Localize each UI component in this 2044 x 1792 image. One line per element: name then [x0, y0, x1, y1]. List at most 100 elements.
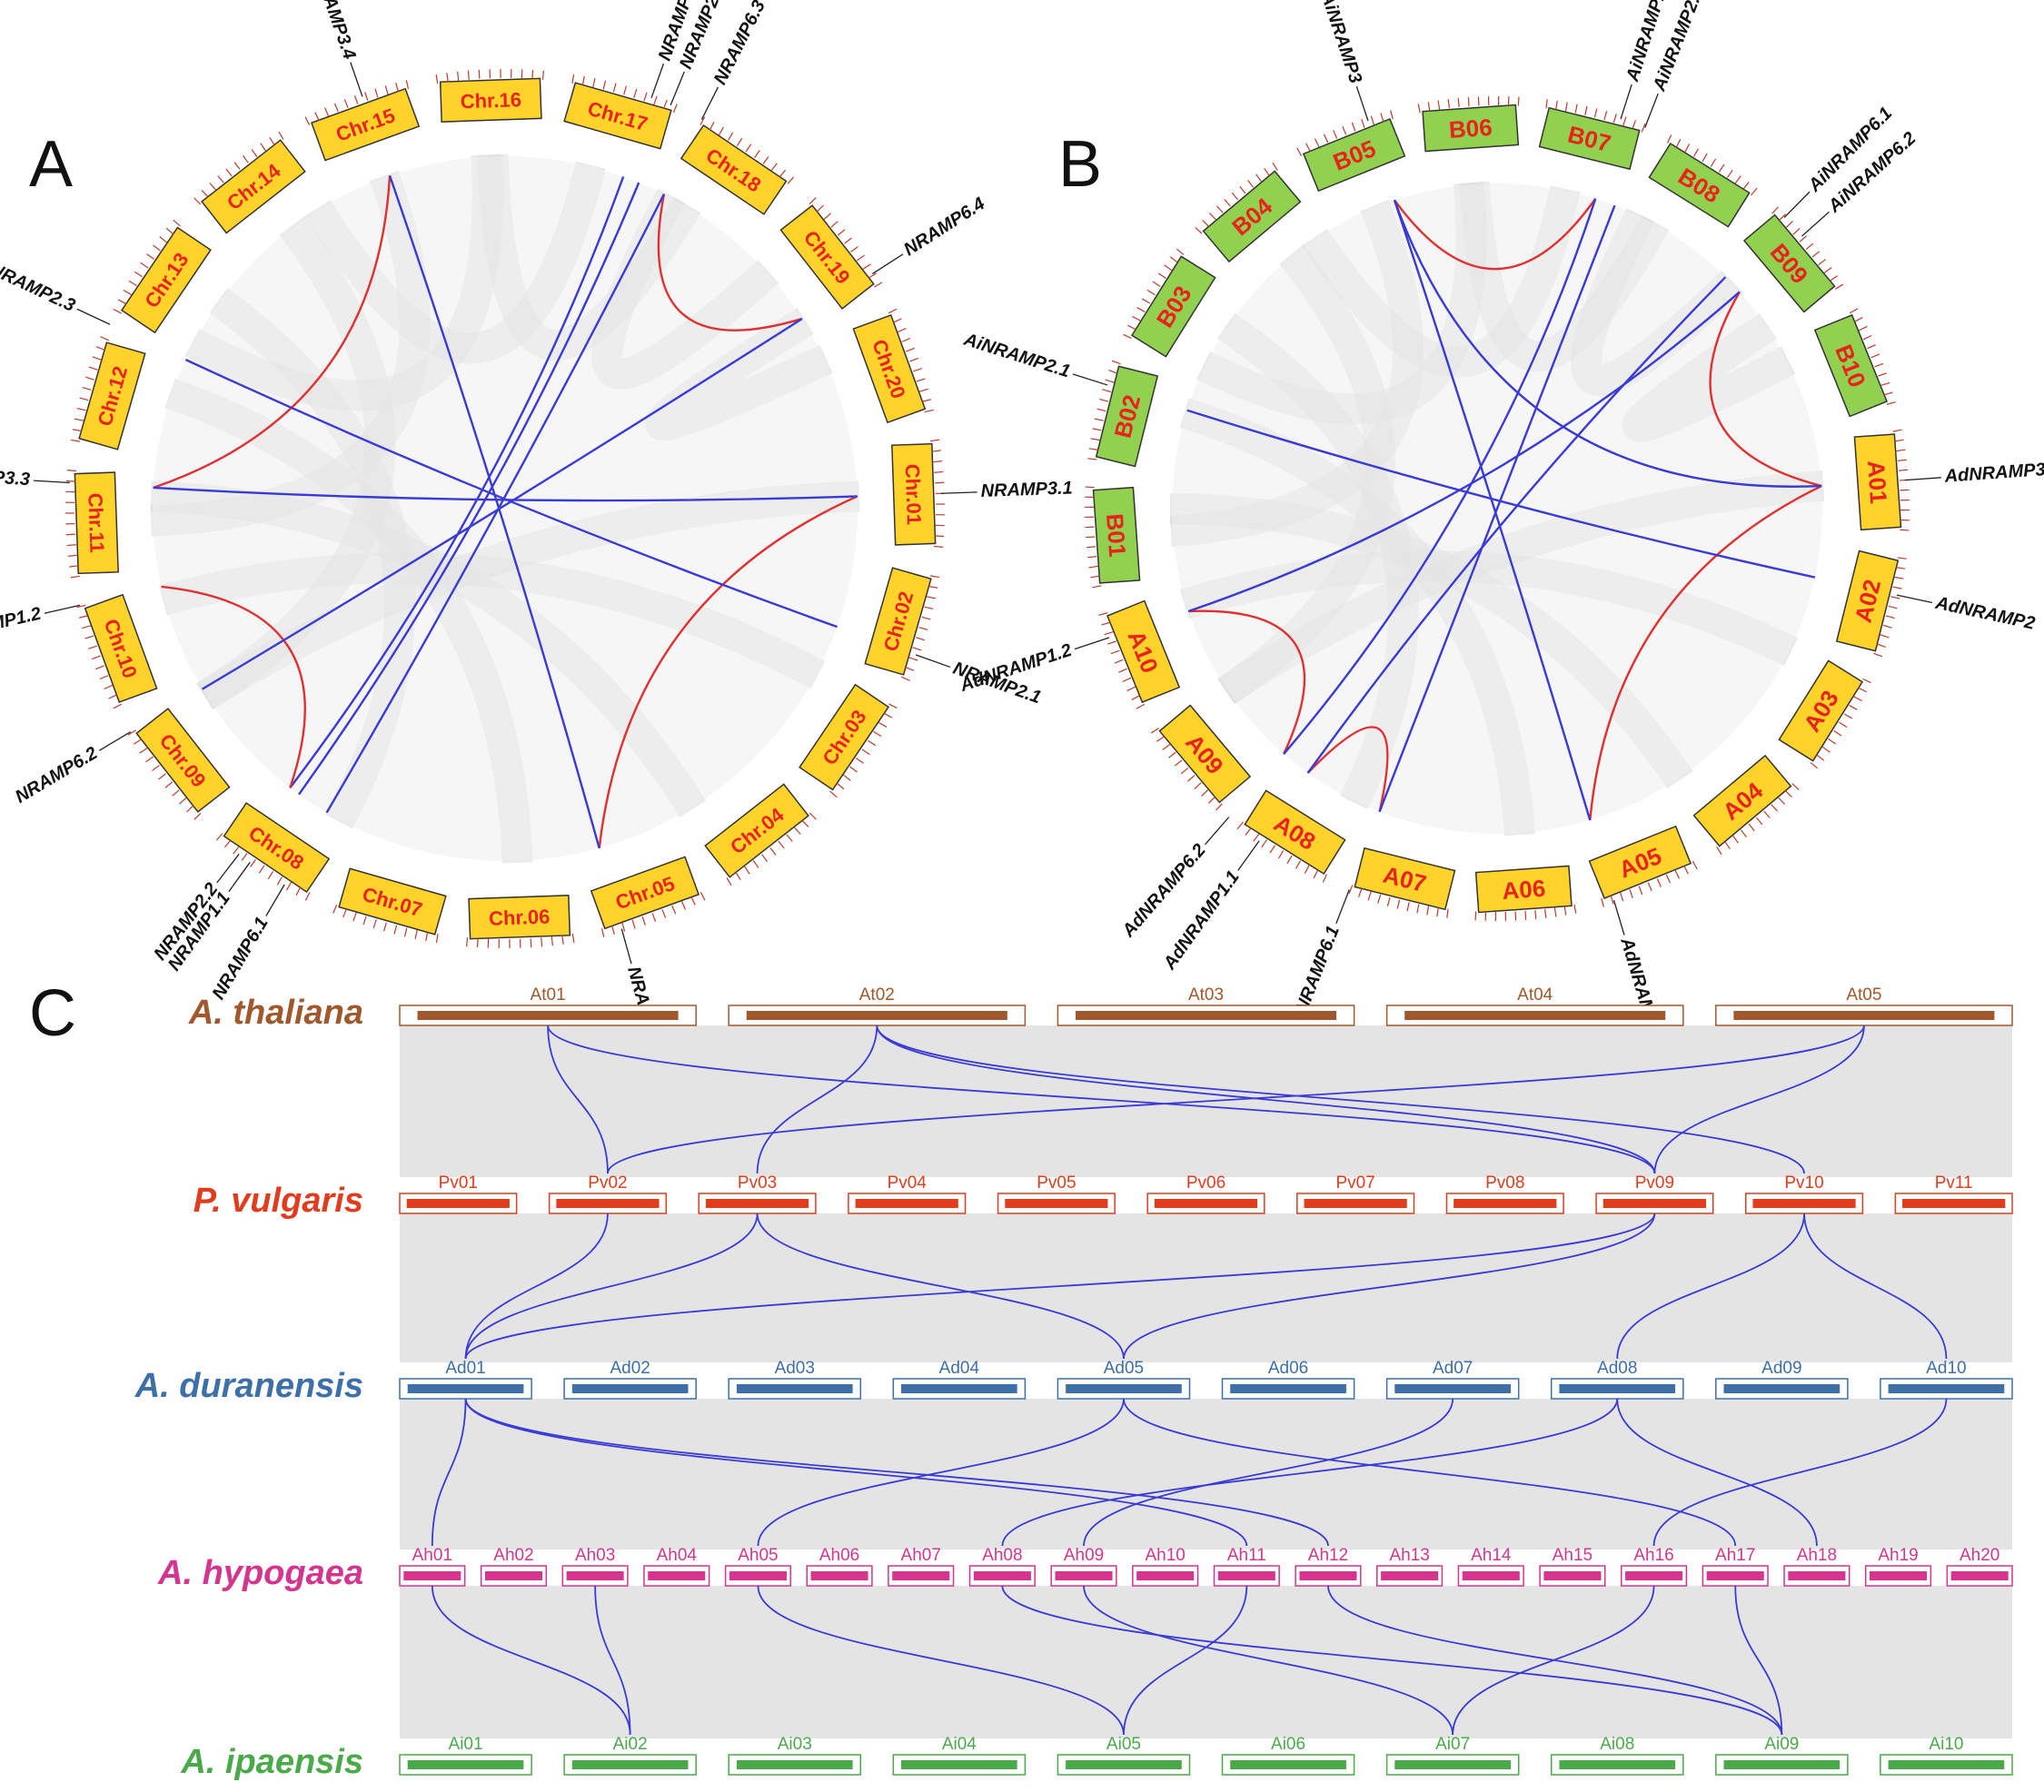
panel-a-gene-leader — [33, 480, 70, 484]
track-bar-Ah03 — [566, 1571, 624, 1580]
panel-a-gene-leader — [940, 491, 977, 494]
track-bar-Ad08 — [1559, 1384, 1676, 1393]
track-bar-At02 — [746, 1011, 1007, 1020]
panel-b-gene-label: AdNRAMP3.1 — [1943, 459, 2044, 487]
panel-a-gene-label: NRAMP6.4 — [900, 193, 988, 260]
panel-a-link-blue — [388, 174, 600, 849]
panel-a-chr-Chr.13: Chr.13 — [120, 226, 212, 334]
panel-a-chr-Chr.20: Chr.20 — [852, 314, 927, 424]
panel-b-chr-A08: A08 — [1244, 789, 1346, 876]
track-bar-Ah08 — [973, 1571, 1031, 1580]
track-bar-Pv01 — [406, 1199, 510, 1208]
panel-a-chr-box — [135, 708, 231, 813]
panel-a-chr-Chr.09: Chr.09 — [135, 708, 231, 813]
track-label-At03: At03 — [1188, 985, 1224, 1005]
track-bar-At04 — [1404, 1011, 1666, 1020]
panel-b-chr-ticks — [1098, 612, 1146, 709]
panel-b-gene-leader — [1783, 191, 1811, 219]
panel-b-chr-box — [1092, 486, 1141, 584]
panel-a-chr-box — [779, 204, 875, 310]
panel-a-chr-ticks — [70, 336, 109, 442]
panel-a-gene-label: NRAMP6.1 — [209, 914, 273, 1003]
panel-c-link — [1123, 1398, 1737, 1547]
track-label-Ai03: Ai03 — [778, 1735, 812, 1754]
track-bar-Ai02 — [571, 1760, 689, 1769]
track-bar-Ah17 — [1706, 1571, 1764, 1580]
panel-a-link-blue — [298, 182, 640, 796]
track-bar-Ah11 — [1217, 1571, 1275, 1580]
panel-b-chr-A02: A02 — [1835, 549, 1900, 652]
panel-c-link — [757, 1585, 1125, 1736]
track-bar-Ad09 — [1723, 1384, 1841, 1393]
panel-a-chr-ticks — [332, 905, 439, 944]
panel-b-chr-B02: B02 — [1095, 365, 1159, 468]
track-bar-Ah07 — [892, 1571, 950, 1580]
panel-a-chr-Chr.03: Chr.03 — [799, 683, 890, 791]
panel-b-chr-ticks — [1195, 162, 1278, 234]
panel-b-chr-box — [1778, 659, 1864, 762]
track-bar-Ad04 — [901, 1384, 1017, 1393]
panel-b-gene-leader — [1801, 211, 1830, 237]
track-label-Ah01: Ah01 — [412, 1546, 452, 1565]
panel-a-gene-leader — [99, 731, 132, 751]
panel-b-chr-box — [1302, 118, 1406, 193]
track-bar-Ah16 — [1625, 1571, 1683, 1580]
panel-b-gene-label: AiNRAMP3 — [1316, 0, 1365, 86]
panel-a-chr-Chr.19: Chr.19 — [779, 204, 875, 310]
panel-b-chr-ticks — [1085, 486, 1102, 589]
panel-a-chr-Chr.01: Chr.01 — [891, 442, 937, 546]
track-label-Ai07: Ai07 — [1435, 1735, 1470, 1754]
panel-a-chr-Chr.04: Chr.04 — [704, 783, 809, 878]
panel-a-chr-box — [84, 593, 158, 703]
panel-a-chr-box — [201, 139, 306, 234]
panel-b-chr-label: A01 — [1862, 460, 1892, 505]
panel-b-link-blue — [1306, 276, 1727, 774]
track-label-Ah13: Ah13 — [1389, 1546, 1429, 1565]
panel-b-chr-ticks — [1150, 728, 1223, 811]
track-bar-Pv11 — [1902, 1199, 2006, 1208]
track-label-Ad01: Ad01 — [445, 1359, 485, 1378]
panel-a-chr-label: Chr.06 — [489, 905, 551, 929]
track-bar-At03 — [1075, 1011, 1337, 1020]
track-label-Pv07: Pv07 — [1335, 1173, 1374, 1193]
panel-b-chr-box — [1130, 255, 1216, 358]
panel-b-chr-B08: B08 — [1648, 142, 1751, 228]
track-bar-Pv06 — [1154, 1199, 1258, 1208]
track-label-Pv11: Pv11 — [1935, 1173, 1973, 1193]
track-label-Ah10: Ah10 — [1145, 1546, 1185, 1565]
panel-b-chr-A05: A05 — [1588, 825, 1692, 899]
track-label-Ah03: Ah03 — [575, 1546, 615, 1565]
panel-a-gene-leader — [228, 861, 251, 893]
track-label-Ah20: Ah20 — [1960, 1546, 1999, 1565]
panel-c-link — [1083, 1585, 1454, 1736]
panel-a-chr-ticks — [304, 80, 410, 126]
panel-b-gene-label: AiNRAMP2.1 — [961, 330, 1073, 382]
panel-b-chr-ticks — [1601, 860, 1698, 907]
track-bar-Pv05 — [1005, 1199, 1108, 1208]
track-bar-Ah14 — [1462, 1571, 1520, 1580]
panel-c-synteny-background — [400, 1399, 2012, 1549]
panel-a-chr-ticks — [127, 729, 202, 820]
panel-b-gene-leader — [1620, 84, 1632, 120]
panel-a-chr-box — [223, 802, 331, 894]
panel-a-chr-box — [680, 124, 788, 215]
panel-b-link-red — [1188, 609, 1306, 755]
panel-c-link — [431, 1585, 631, 1736]
panel-a-gene-leader — [216, 853, 240, 884]
panel-b-chr-ticks — [1545, 99, 1646, 133]
panel-c-link — [1616, 1398, 1818, 1547]
panel-a-chr-ticks — [215, 833, 311, 901]
panel-b-link-blue — [1378, 204, 1616, 813]
track-label-Pv10: Pv10 — [1784, 1173, 1823, 1193]
panel-a-gene-leader — [265, 884, 285, 916]
panel-a-gene-leader — [76, 308, 111, 325]
panel-a-gene-label: NRAMP6.3 — [710, 0, 769, 88]
panel-b-chr-box — [1158, 704, 1252, 804]
panel-c-link — [464, 1398, 1248, 1547]
track-bar-Ah05 — [729, 1571, 787, 1580]
panel-a-gene-leader — [700, 86, 719, 120]
track-bar-At05 — [1733, 1011, 1995, 1020]
track-label-Ai04: Ai04 — [942, 1735, 977, 1754]
species-label: A. duranensis — [134, 1367, 363, 1405]
panel-c-link — [1653, 1025, 1865, 1174]
